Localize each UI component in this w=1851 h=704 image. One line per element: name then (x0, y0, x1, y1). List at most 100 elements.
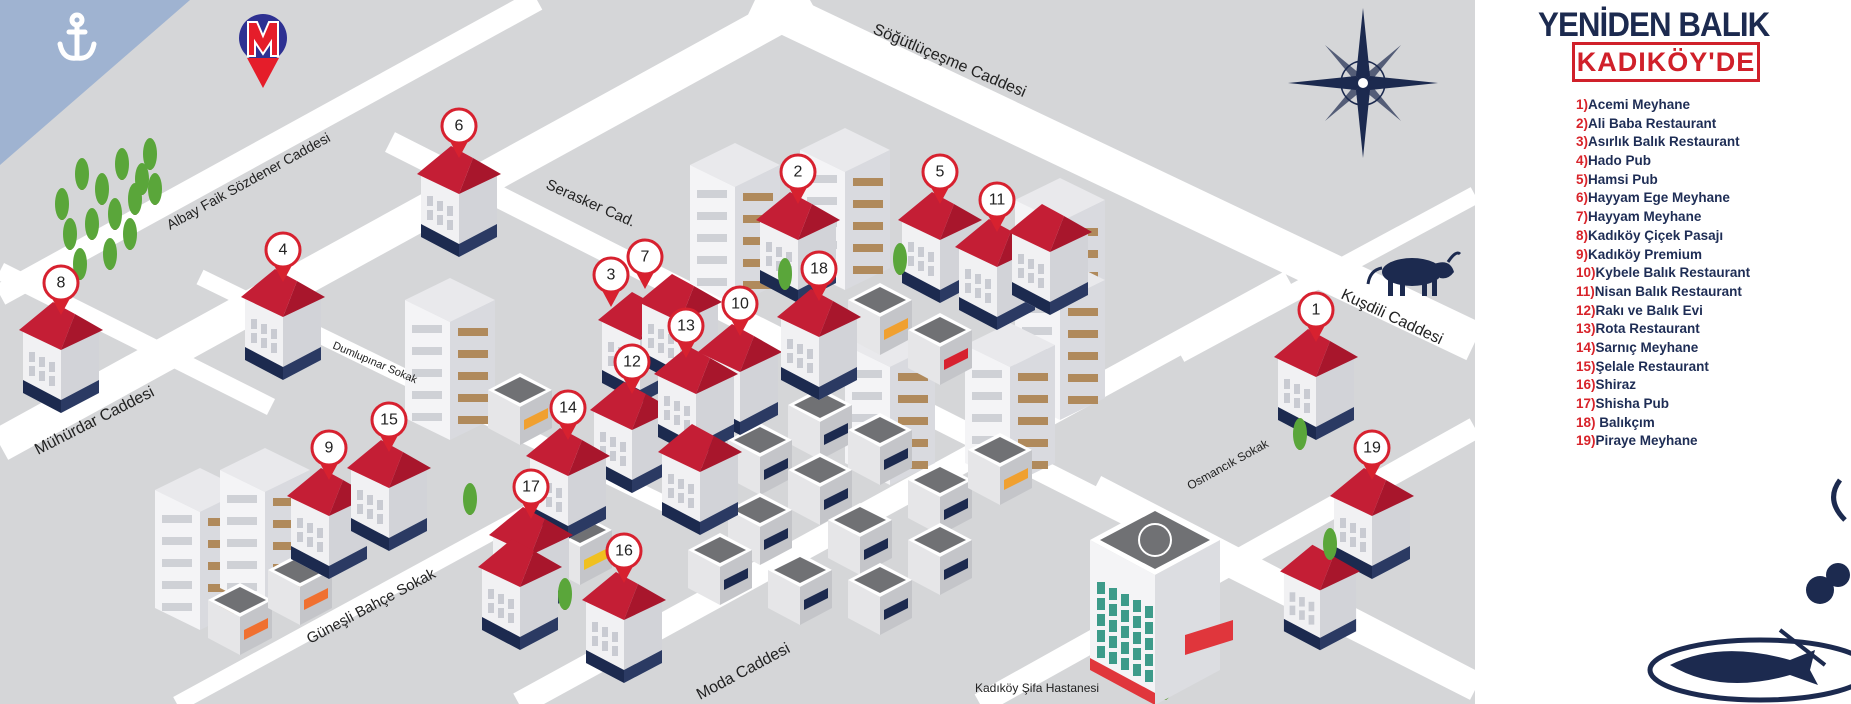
tree-icon (778, 258, 792, 290)
legend-item-name: Hamsi Pub (1588, 171, 1658, 187)
house (1280, 544, 1360, 651)
legend-item[interactable]: 8)Kadıköy Çiçek Pasajı (1576, 227, 1750, 246)
legend-item[interactable]: 11)Nisan Balık Restaurant (1576, 283, 1750, 302)
restaurant-pin-2[interactable]: 2 (779, 153, 817, 204)
restaurant-pin-19[interactable]: 19 (1353, 429, 1391, 480)
legend-item[interactable]: 14)Sarnıç Meyhane (1576, 339, 1750, 358)
pin-number: 3 (607, 267, 616, 284)
pin-number: 6 (455, 118, 464, 135)
hospital-building (1090, 505, 1233, 704)
legend-item-number: 15) (1576, 358, 1596, 374)
restaurant-pin-12[interactable]: 12 (613, 343, 651, 394)
road (0, 0, 819, 460)
road (0, 262, 276, 416)
legend-item[interactable]: 10)Kybele Balık Restaurant (1576, 264, 1750, 283)
pin-number: 13 (677, 318, 695, 335)
restaurant-pin-14[interactable]: 14 (549, 389, 587, 440)
legend-item-number: 13) (1576, 321, 1596, 337)
restaurant-pin-1[interactable]: 1 (1297, 291, 1335, 342)
tree-icon (55, 188, 69, 220)
compass-rose-icon (1288, 8, 1438, 158)
legend-item[interactable]: 4)Hado Pub (1576, 152, 1750, 171)
tree-icon (148, 173, 162, 205)
shop-building (828, 503, 892, 575)
legend-item-number: 16) (1576, 377, 1596, 393)
pin-number: 17 (522, 479, 540, 496)
restaurant-pin-13[interactable]: 13 (667, 307, 705, 358)
pin-number: 9 (325, 440, 334, 457)
restaurant-pin-11[interactable]: 11 (978, 181, 1016, 232)
restaurant-pin-17[interactable]: 17 (512, 468, 550, 519)
pin-number: 1 (1312, 302, 1321, 319)
pin-number: 11 (989, 192, 1006, 209)
road (746, 0, 1475, 361)
district-map[interactable]: Albay Faik Sözdener Caddesi Söğütlüçeşme… (0, 0, 1475, 704)
restaurant-pin-4[interactable]: 4 (264, 231, 302, 282)
legend-item[interactable]: 6)Hayyam Ege Meyhane (1576, 189, 1750, 208)
tree-icon (115, 148, 129, 180)
restaurant-pin-18[interactable]: 18 (800, 250, 838, 301)
restaurant-pin-7[interactable]: 7 (626, 238, 664, 289)
legend-item-name: Hado Pub (1588, 153, 1652, 169)
apartment-building (690, 143, 780, 305)
legend-item[interactable]: 5)Hamsi Pub (1576, 171, 1750, 190)
legend-item-number: 5) (1576, 171, 1589, 187)
legend-item[interactable]: 15)Şelale Restaurant (1576, 358, 1750, 377)
shop-building (788, 388, 852, 460)
pin-number: 4 (279, 242, 288, 259)
pin-number: 14 (559, 400, 577, 417)
legend-item[interactable]: 16)Shiraz (1576, 376, 1750, 395)
legend-item-number: 3) (1576, 134, 1589, 150)
legend-item-name: Hayyam Ege Meyhane (1588, 190, 1730, 206)
legend-item[interactable]: 18) Balıkçım (1576, 414, 1750, 433)
legend-item-number: 8) (1576, 227, 1589, 243)
legend-item-name: Rakı ve Balık Evi (1595, 302, 1703, 318)
restaurant-pin-6[interactable]: 6 (440, 107, 478, 158)
shop-building (688, 533, 752, 605)
legend-item-name: Balıkçım (1595, 414, 1655, 430)
pin-number: 2 (794, 164, 803, 181)
restaurant-pin-3[interactable]: 3 (592, 256, 630, 307)
legend-item-number: 9) (1576, 246, 1589, 262)
tree-icon (123, 218, 137, 250)
tree-icon (103, 238, 117, 270)
legend-item[interactable]: 13)Rota Restaurant (1576, 320, 1750, 339)
legend-item-number: 17) (1576, 396, 1596, 411)
legend-item[interactable]: 2)Ali Baba Restaurant (1576, 115, 1750, 134)
legend-panel: YENİDEN BALIK KADIKÖY'DE 1)Acemi Meyhane… (1520, 0, 1851, 704)
restaurant-pin-10[interactable]: 10 (721, 285, 759, 336)
pin-number: 8 (57, 275, 66, 292)
legend-item-name: Kadıköy Premium (1588, 246, 1703, 262)
restaurant-pin-8[interactable]: 8 (42, 264, 80, 315)
restaurant-pin-9[interactable]: 9 (310, 429, 348, 480)
legend-item[interactable]: 3)Asırlık Balık Restaurant (1576, 133, 1750, 152)
legend-item[interactable]: 12)Rakı ve Balık Evi (1576, 302, 1750, 321)
sea-area (0, 0, 190, 165)
house (241, 269, 325, 380)
legend-item[interactable]: 19)Piraye Meyhane (1576, 432, 1750, 451)
tree-icon (558, 578, 572, 610)
legend-item-name: Piraye Meyhane (1595, 433, 1698, 449)
restaurant-pin-15[interactable]: 15 (370, 401, 408, 452)
legend-item-name: Sarnıç Meyhane (1595, 339, 1699, 355)
shop-building (788, 453, 852, 525)
legend-item[interactable]: 17)Shisha Pub (1576, 395, 1750, 414)
restaurant-pin-16[interactable]: 16 (605, 532, 643, 583)
tree-icon (63, 218, 77, 250)
tree-icon (108, 198, 122, 230)
metro-icon[interactable] (239, 14, 287, 88)
house (1274, 329, 1358, 440)
legend-item-number: 18) (1576, 414, 1596, 430)
tree-icon (128, 183, 142, 215)
shop-building (848, 563, 912, 635)
legend-item[interactable]: 7)Hayyam Meyhane (1576, 208, 1750, 227)
pin-number: 10 (731, 296, 749, 313)
legend-item[interactable]: 9)Kadıköy Premium (1576, 246, 1750, 265)
tree-icon (73, 248, 87, 280)
legend-item[interactable]: 1)Acemi Meyhane (1576, 96, 1750, 115)
legend-item-name: Ali Baba Restaurant (1588, 115, 1717, 131)
legend-item-name: Asırlık Balık Restaurant (1588, 134, 1740, 150)
pin-number: 7 (641, 249, 650, 266)
restaurant-pin-5[interactable]: 5 (921, 153, 959, 204)
